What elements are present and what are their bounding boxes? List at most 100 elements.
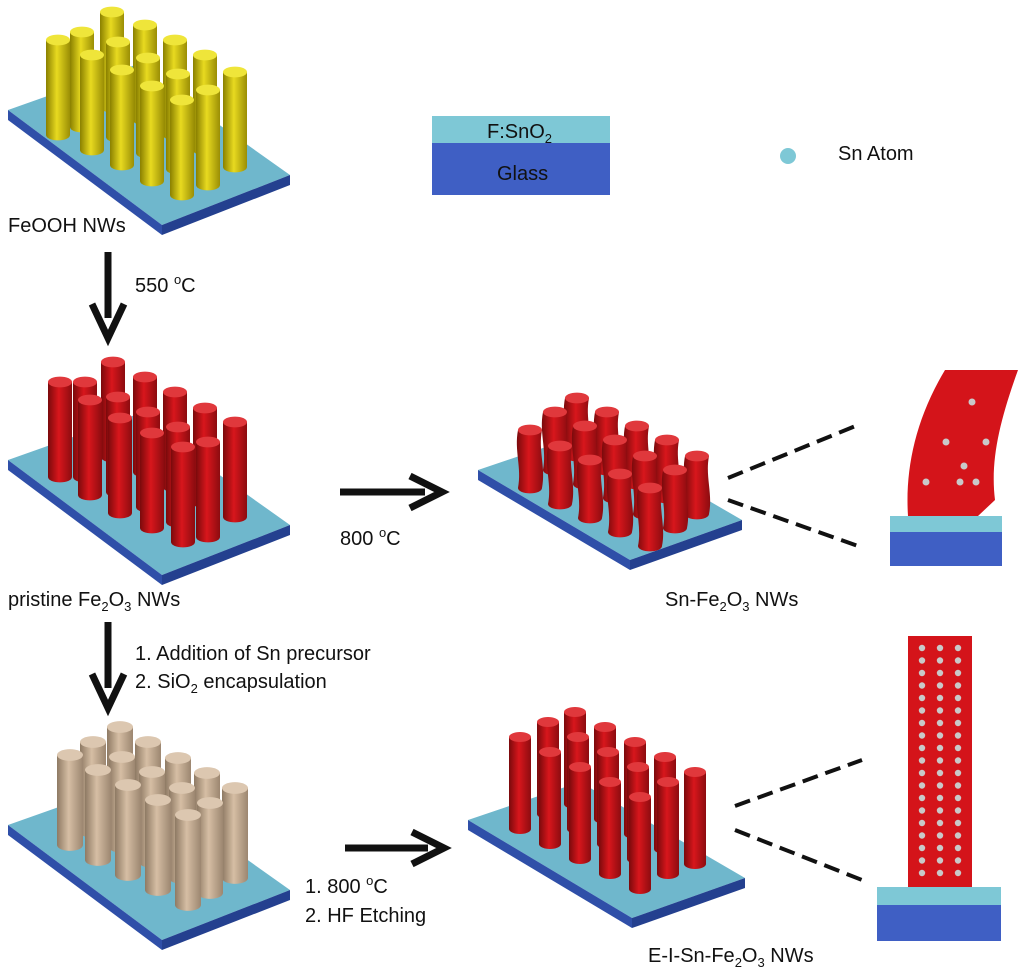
sn-atom-icon [936, 669, 944, 677]
nanowire-top [139, 766, 165, 778]
nanowire-top [140, 80, 164, 92]
sn-atom-icon [960, 462, 968, 470]
nanowire-top [165, 752, 191, 764]
nanowire-body [175, 815, 201, 911]
nanowire-top [80, 49, 104, 61]
sn-atom-icon [918, 844, 926, 852]
sn-atom-icon [954, 769, 962, 777]
nanowire-top [106, 391, 130, 403]
nanowire-body [170, 100, 194, 201]
nanowire-top [685, 450, 709, 462]
pristine-fe2o3-array [8, 356, 290, 585]
sn-atom-icon [936, 869, 944, 877]
nanowire-top [629, 792, 651, 802]
substrate-side-right [632, 878, 745, 928]
sn-atom-icon [954, 732, 962, 739]
sn-atom-icon [954, 844, 962, 852]
sn-atom-icon [936, 757, 944, 764]
nanowire-body [80, 55, 104, 156]
nanowire-body [223, 72, 247, 173]
nanowire-top [108, 412, 132, 424]
nanowire-top [196, 436, 220, 448]
nanowire-top [624, 737, 646, 747]
sn-atom-icon [936, 719, 944, 727]
nanowire-top [223, 416, 247, 428]
nanowire-top [133, 371, 157, 383]
nanowire-body [115, 785, 141, 881]
sn-fe2o3-closeup [890, 370, 1018, 566]
legend-substrate: F:SnO2 Glass [432, 116, 610, 195]
nanowire-top [197, 797, 223, 809]
nanowire-top [684, 767, 706, 777]
sn-atom-icon [918, 869, 926, 877]
nanowire-body [140, 86, 164, 187]
sn-atom-icon [954, 644, 962, 652]
nanowire-body [57, 755, 83, 851]
nanowire-top [599, 777, 621, 787]
nanowire-top [194, 767, 220, 779]
nanowire-top [595, 406, 619, 418]
sn-atom-icon [936, 807, 944, 814]
sn-atom-icon [968, 398, 976, 406]
nanowire-top [657, 777, 679, 787]
nanowire-body [657, 782, 679, 879]
nanowire-top [193, 49, 217, 61]
sn-atom-icon [936, 707, 944, 714]
legend-sn-atom-label: Sn Atom [838, 143, 914, 165]
sn-atom-icon [954, 707, 962, 714]
nanowire-top [565, 392, 589, 404]
nanowire-top [48, 376, 72, 388]
nanowire-top [564, 707, 586, 717]
closeup-fto-layer [877, 887, 1001, 905]
sn-atom-icon [954, 757, 962, 764]
nanowire-body [629, 797, 651, 894]
closeup-fto-layer [890, 516, 1002, 532]
sn-atom-icon [956, 478, 964, 486]
nanowire-top [109, 751, 135, 763]
sn-atom-icon [936, 682, 944, 689]
nanowire-top [80, 736, 106, 748]
sn-atom-icon [936, 832, 944, 839]
sn-atom-icon [918, 832, 926, 839]
sn-atom-icon [982, 438, 990, 446]
nanowire-top [548, 440, 572, 452]
nanowire-top [594, 722, 616, 732]
nanowire-top [608, 468, 632, 480]
nanowire-top [135, 736, 161, 748]
substrate-side-front [8, 110, 162, 235]
sn-atom-icon [954, 807, 962, 814]
sn-atom-icon [936, 794, 944, 802]
sn-atom-icon [954, 794, 962, 802]
nanowire-top [166, 421, 190, 433]
nanowire-body [85, 770, 111, 866]
sn-atom-icon [918, 757, 926, 764]
nanowire-top [578, 454, 602, 466]
nanowire-top [223, 66, 247, 78]
sn-atom-icon [954, 657, 962, 664]
ei-sn-fe2o3-closeup [877, 636, 1001, 941]
nanowire-body [48, 382, 72, 483]
nanowire-body [145, 800, 171, 896]
nanowire-top [57, 749, 83, 761]
arrow-down-1 [88, 252, 128, 347]
bent-nanowire [907, 370, 1018, 516]
sn-atom-icon [918, 644, 926, 652]
nanowire-top [73, 376, 97, 388]
legend-fto-layer [432, 116, 610, 143]
arrow-down-2 [88, 622, 128, 717]
substrate-side-right [630, 520, 742, 570]
substrate-side-front [478, 470, 630, 570]
sn-atom-icon [922, 478, 930, 486]
label-pristine: pristine Fe2O3 NWs [8, 589, 180, 614]
nanowire-top [101, 356, 125, 368]
sn-atom-icon [936, 732, 944, 739]
sn-atom-icon [936, 644, 944, 652]
nanowire-body [171, 447, 195, 548]
closeup-glass-layer [877, 905, 1001, 941]
sn-atom-icon [936, 744, 944, 752]
sn-atom-icon [936, 769, 944, 777]
nanowire-top [193, 402, 217, 414]
nanowire-top [537, 717, 559, 727]
nanowire-top [163, 34, 187, 46]
